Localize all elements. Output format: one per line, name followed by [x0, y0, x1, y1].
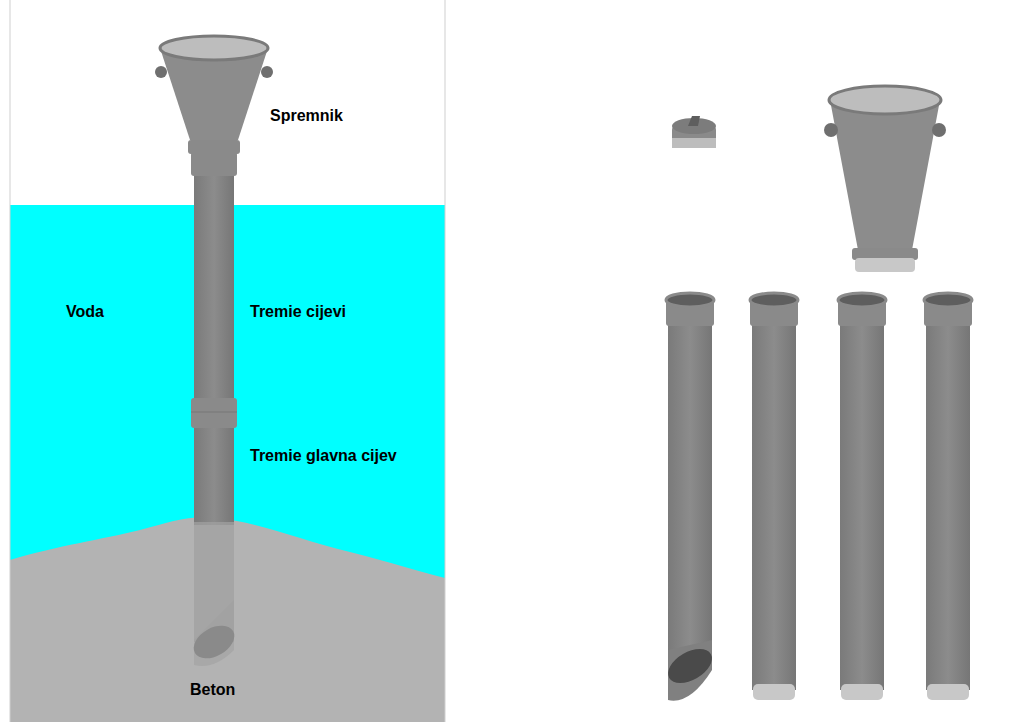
part-label: Spremnik	[270, 106, 343, 125]
part-label: Tremie glavna cijev	[250, 446, 397, 465]
tremie-pipe	[750, 293, 798, 700]
part-label: Tremie cijevi	[250, 302, 346, 321]
part-label: Voda	[66, 302, 104, 321]
tremie-pipe	[838, 293, 886, 700]
part-label: Beton	[190, 680, 235, 699]
tremie-pipe	[924, 293, 972, 700]
tremie-pipe	[666, 293, 714, 650]
